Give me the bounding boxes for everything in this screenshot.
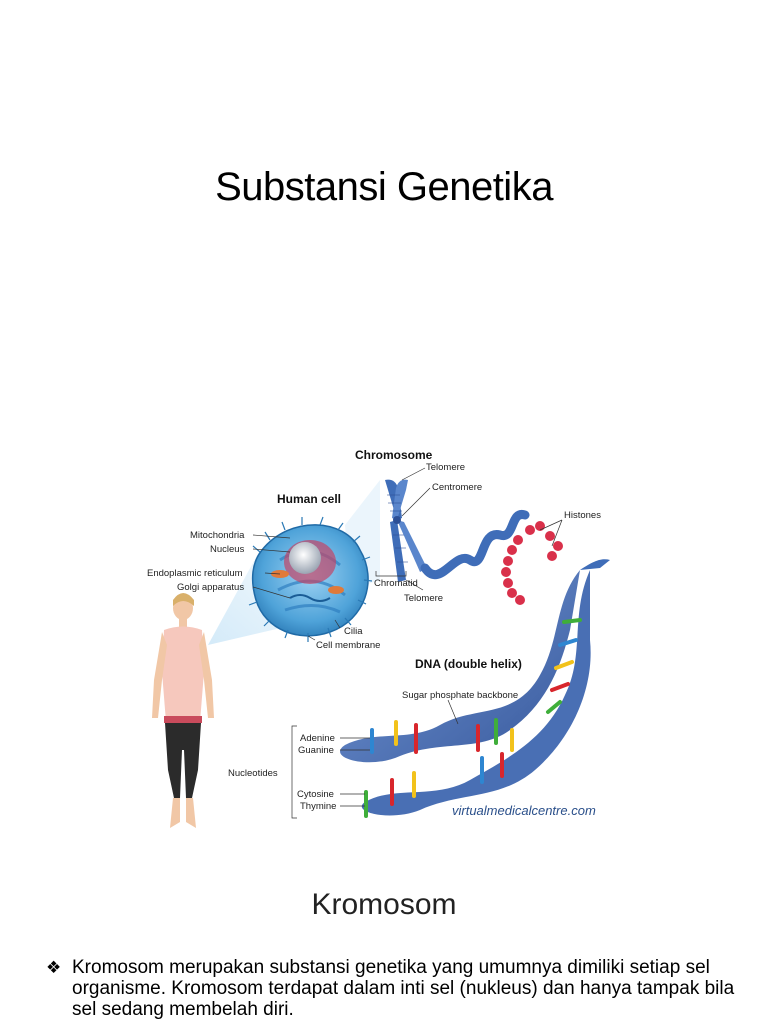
chromosome-graphic xyxy=(385,479,427,582)
label-leader-lines xyxy=(252,467,563,819)
human-cell-graphic xyxy=(248,516,373,642)
label-guanine: Guanine xyxy=(298,745,334,756)
label-nucleus: Nucleus xyxy=(210,544,245,555)
label-nucleotides: Nucleotides xyxy=(228,768,278,779)
slide-subtitle: Kromosom xyxy=(311,888,457,921)
genetics-illustration: Chromosome Telomere Centromere Human cel… xyxy=(140,440,620,840)
label-thymine: Thymine xyxy=(300,801,336,812)
chromatin-coil xyxy=(420,510,530,580)
label-cilia: Cilia xyxy=(344,626,363,637)
label-human-cell: Human cell xyxy=(277,492,341,506)
bullet-text: Kromosom merupakan substansi genetika ya… xyxy=(72,957,735,1020)
label-telomere-bottom: Telomere xyxy=(404,593,443,604)
watermark-virtualmedicalcentre: virtualmedicalcentre.com xyxy=(452,803,596,818)
bullet-paragraph: ❖ Kromosom merupakan substansi genetika … xyxy=(46,957,746,1020)
label-chromosome: Chromosome xyxy=(355,448,433,462)
label-cell-membrane: Cell membrane xyxy=(316,640,380,651)
label-golgi-apparatus: Golgi apparatus xyxy=(177,582,244,593)
label-telomere-top: Telomere xyxy=(426,462,465,473)
label-dna-double-helix: DNA (double helix) xyxy=(415,657,522,671)
human-figure xyxy=(152,593,214,828)
label-mitochondria: Mitochondria xyxy=(190,530,245,541)
genetics-diagram-svg: Chromosome Telomere Centromere Human cel… xyxy=(147,448,610,828)
diamond-bullet-icon: ❖ xyxy=(46,958,62,977)
label-histones: Histones xyxy=(564,510,601,521)
label-chromatid: Chromatid xyxy=(374,578,418,589)
label-cytosine: Cytosine xyxy=(297,789,334,800)
label-centromere: Centromere xyxy=(432,482,482,493)
dna-helix-graphic xyxy=(340,559,610,818)
label-sugar-phosphate-backbone: Sugar phosphate backbone xyxy=(402,690,518,701)
histone-beads xyxy=(501,521,563,605)
slide-title: Substansi Genetika xyxy=(215,165,553,209)
label-endoplasmic-reticulum: Endoplasmic reticulum xyxy=(147,568,243,579)
label-adenine: Adenine xyxy=(300,733,335,744)
